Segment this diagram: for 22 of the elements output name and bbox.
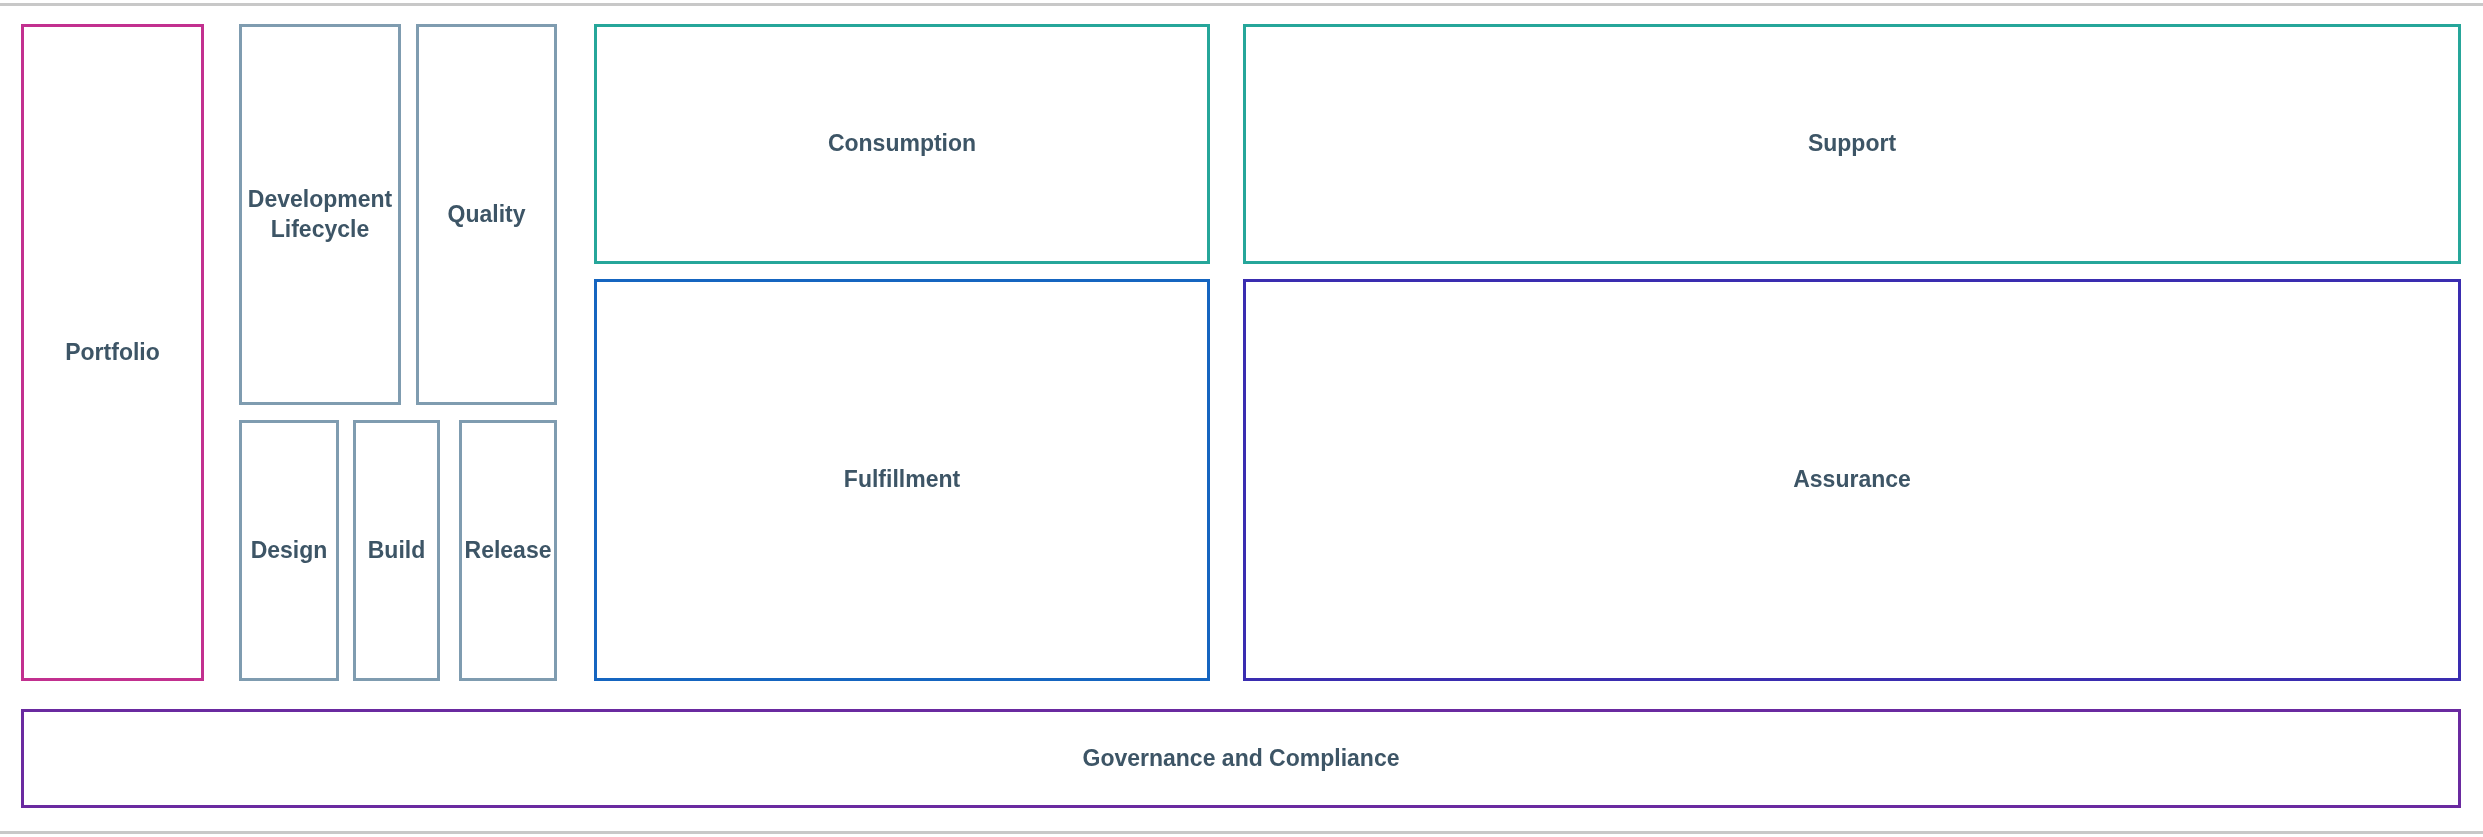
area-label: Release: [463, 535, 553, 565]
area-label: Design: [249, 535, 329, 565]
area-box: [353, 420, 440, 681]
area-label: Support: [1806, 129, 1898, 159]
area-label: Fulfillment: [842, 465, 962, 495]
area-box: [239, 420, 339, 681]
area-box: [594, 24, 1210, 264]
area-box: [416, 24, 557, 405]
area-box: [239, 24, 401, 405]
area-box: [1243, 279, 2461, 681]
area-box: [459, 420, 557, 681]
area-box: [594, 279, 1210, 681]
area-box: [1243, 24, 2461, 264]
area-label: Development Lifecycle: [246, 184, 394, 244]
area-label: Consumption: [826, 129, 978, 159]
area-label: Quality: [446, 199, 527, 229]
area-box: [21, 709, 2461, 808]
area-label: Build: [366, 535, 427, 565]
area-box: [21, 24, 204, 681]
area-label: Portfolio: [64, 337, 161, 367]
area-label: Governance and Compliance: [1081, 743, 1401, 773]
area-label: Assurance: [1792, 465, 1912, 495]
